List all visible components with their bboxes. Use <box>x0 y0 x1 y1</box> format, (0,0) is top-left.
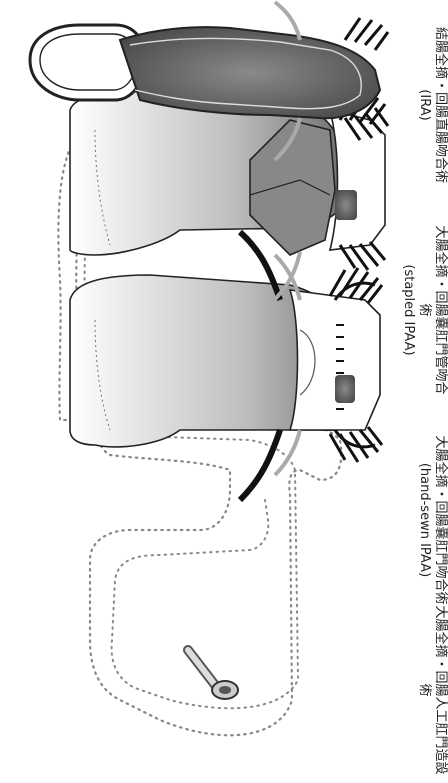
stoma-icon <box>188 650 238 699</box>
anal-canal <box>290 290 380 430</box>
panel-hand-sewn-ipaa <box>70 232 382 500</box>
caption-line2: (hand-sewn IPAA) <box>416 430 432 610</box>
anal-canal <box>330 110 385 250</box>
caption-line1: 大腸全摘・回腸嚢肛門吻合術 <box>432 430 448 610</box>
caption-line2: (IRA) <box>416 20 432 190</box>
caption-line1: 大腸全摘・回腸嚢肛門管吻合術 <box>416 220 448 400</box>
caption-line1: 結腸全摘・回腸直腸吻合術 <box>432 20 448 190</box>
caption-line1: 大腸全摘・回腸人工肛門造設術 <box>416 600 448 780</box>
sphincter-muscle-bottom <box>240 427 382 500</box>
caption-line2: (stapled IPAA) <box>400 220 416 400</box>
